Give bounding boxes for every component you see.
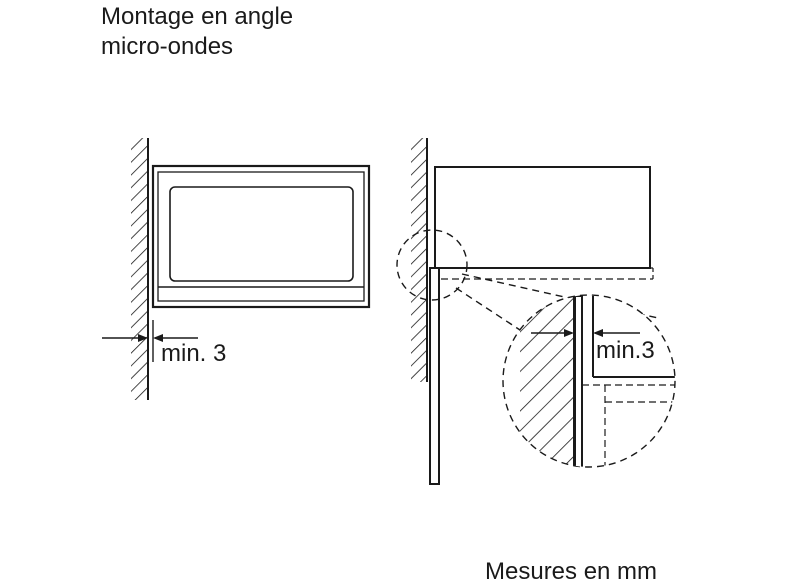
title-line-2: micro-ondes — [101, 33, 234, 60]
front-view: min. 3 — [102, 138, 371, 400]
detail-clearance-label: min.3 — [596, 337, 655, 364]
left-wall — [131, 138, 149, 400]
diagram-title: Montage en angle micro-ondes — [101, 2, 293, 62]
left-clearance-dimension: min. 3 — [102, 320, 226, 367]
side-view: min.3 — [396, 138, 676, 485]
microwave-hidden-outline — [439, 267, 654, 280]
right-wall — [411, 138, 428, 382]
upper-cabinet — [434, 166, 651, 269]
units-note: Mesures en mm — [485, 558, 658, 585]
detail-enlargement: min.3 — [502, 294, 676, 468]
detail-clearance-dimension: min.3 — [531, 329, 655, 364]
detail-marker-circle — [396, 229, 468, 301]
left-clearance-label: min. 3 — [161, 340, 226, 367]
detail-leader-lines — [455, 273, 659, 331]
microwave-front — [151, 164, 371, 309]
title-line-1: Montage en angle — [101, 3, 294, 30]
